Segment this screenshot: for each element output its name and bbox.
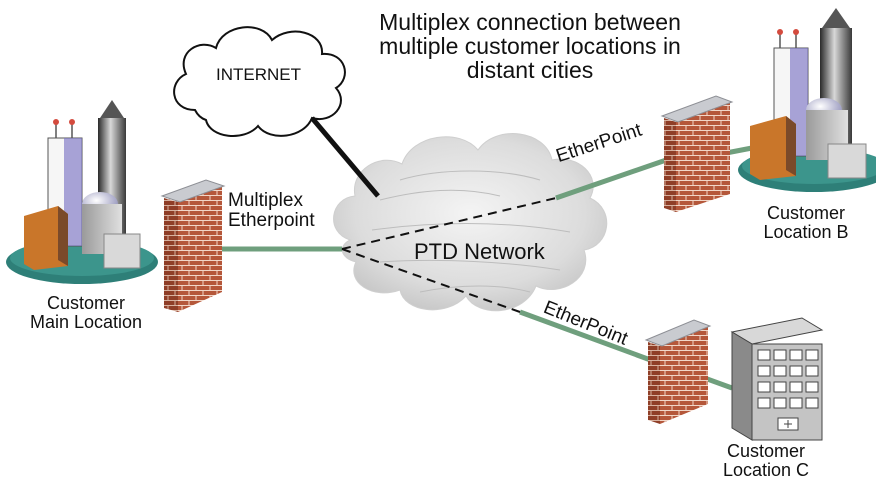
main-location-label: Customer Main Location [2,294,170,332]
main-location-line-1: Customer [46,293,126,313]
multiplex-line-2: Etherpoint [228,209,315,231]
location-b-line-2: Location B [763,221,849,242]
firewall-c [644,319,712,424]
location-b-label: Customer Location B [746,204,866,242]
firewall-b [660,95,734,212]
internet-link [310,116,380,198]
title-line-3: distant cities [466,57,594,84]
multiplex-line-1: Multiplex [228,190,303,211]
main-location-line-2: Main Location [29,311,143,332]
network-label: PTD Network [414,239,545,264]
ptd-network-cloud [333,133,608,312]
location-c-label: Customer Location C [706,442,826,480]
diagram-title: Multiplex connection between multiple cu… [330,9,730,84]
dashed-link-b [341,197,557,250]
title-line-2: multiple customer locations in [379,33,681,60]
link-b-network [555,155,673,201]
internet-cloud [173,26,346,138]
location-c-line-1: Customer [726,441,806,461]
internet-label: INTERNET [216,65,301,84]
location-c-building [730,317,824,441]
firewall-main [160,179,226,312]
dashed-link-c [341,248,521,313]
main-location-campus [6,100,158,284]
link-c-network [519,309,657,365]
location-c-line-2: Location C [722,459,810,480]
location-b-campus [738,8,876,192]
title-line-1: Multiplex connection between [379,9,681,35]
multiplex-etherpoint-label: Multiplex Etherpoint [228,191,315,231]
virtual-circuits [341,197,557,313]
location-b-line-1: Customer [766,203,846,223]
